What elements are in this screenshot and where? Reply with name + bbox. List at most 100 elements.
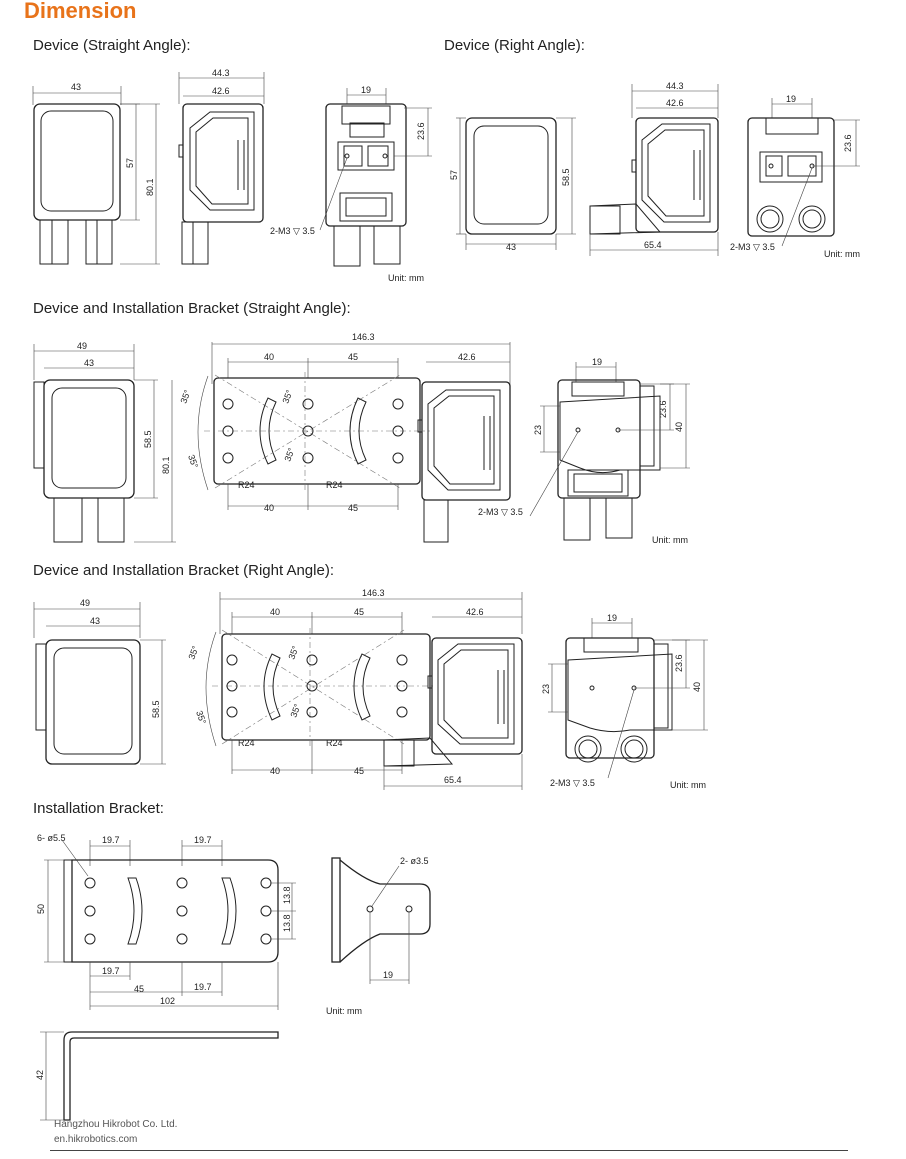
- dim-45-c: 45: [354, 607, 364, 617]
- dim-23-b: 23: [541, 684, 551, 694]
- dim-2-3-5: 2- ø3.5: [400, 856, 429, 866]
- dim-35-g: 35°: [286, 644, 300, 661]
- dim-65-4-a: 65.4: [644, 240, 662, 250]
- dim-19-a: 19: [361, 85, 371, 95]
- dim-45-d: 45: [354, 766, 364, 776]
- section-bracket-right: Device and Installation Bracket (Right A…: [33, 562, 334, 579]
- dim-40-c: 40: [674, 422, 684, 432]
- dim-45-a: 45: [348, 352, 358, 362]
- dim-13-8-b: 13.8: [282, 914, 292, 932]
- dim-r24-a: R24: [238, 480, 255, 490]
- dim-43-d: 43: [90, 616, 100, 626]
- dim-42-6-b: 42.6: [666, 98, 684, 108]
- dim-13-8-a: 13.8: [282, 886, 292, 904]
- dim-23-6-d: 23.6: [674, 654, 684, 672]
- section-device-right: Device (Right Angle):: [444, 37, 585, 54]
- drawing-bracket-right-side: 146.3 40 45 42.6 35° 35° 35° 35° R24 R24: [186, 588, 523, 790]
- drawing-installation-bracket-plate: 19.7 19.7 6- ø5.5 50 13.8 13.8 19.7: [36, 833, 296, 1010]
- dim-m3-c: 2-M3 ▽ 3.5: [478, 507, 523, 517]
- dim-57-b: 57: [449, 170, 459, 180]
- dim-40-d: 40: [270, 607, 280, 617]
- section-installation-bracket: Installation Bracket:: [33, 800, 164, 817]
- dim-45-b: 45: [348, 503, 358, 513]
- drawing-installation-bracket-profile: 2- ø3.5 19 Unit: mm: [326, 856, 431, 1016]
- dim-50: 50: [36, 904, 46, 914]
- footer-company: Hangzhou Hikrobot Co. Ltd.: [54, 1119, 178, 1130]
- unit-label-2: Unit: mm: [824, 249, 860, 259]
- drawing-straight-back: 19 23.6 2-M3 ▽ 3.5 Unit: mm: [270, 85, 432, 283]
- dim-19-d: 19: [607, 613, 617, 623]
- dim-35-d: 35°: [282, 446, 296, 463]
- dim-23-6-b: 23.6: [843, 134, 853, 152]
- dim-35-h: 35°: [288, 702, 302, 719]
- dim-43-a: 43: [71, 82, 81, 92]
- drawing-straight-front: 43 57 80.1: [32, 82, 160, 265]
- dim-58-5-c: 58.5: [151, 700, 161, 718]
- drawing-right-back: 19 23.6 2-M3 ▽ 3.5 Unit: mm: [730, 94, 860, 259]
- dim-58-5-b: 58.5: [143, 430, 153, 448]
- dim-102: 102: [160, 996, 175, 1006]
- dim-m3-a: 2-M3 ▽ 3.5: [270, 226, 315, 236]
- unit-label-1: Unit: mm: [388, 273, 424, 283]
- dim-146-3-b: 146.3: [362, 588, 385, 598]
- dim-r24-d: R24: [326, 738, 343, 748]
- dim-43-c: 43: [84, 358, 94, 368]
- dim-57-a: 57: [125, 158, 135, 168]
- dim-23-a: 23: [533, 425, 543, 435]
- dim-19-7-d: 19.7: [194, 982, 212, 992]
- dim-40-e: 40: [270, 766, 280, 776]
- dim-42-6-c: 42.6: [458, 352, 476, 362]
- dim-19-7-c: 19.7: [102, 966, 120, 976]
- dim-40-f: 40: [692, 682, 702, 692]
- dim-40-b: 40: [264, 503, 274, 513]
- dim-m3-d: 2-M3 ▽ 3.5: [550, 778, 595, 788]
- dim-42-6-d: 42.6: [466, 607, 484, 617]
- dim-44-3-b: 44.3: [666, 81, 684, 91]
- dim-19-7-a: 19.7: [102, 835, 120, 845]
- dim-58-5-a: 58.5: [561, 168, 571, 186]
- drawing-bracket-straight-back: 19 23 23.6 40 2-M3 ▽ 3.5 Unit: mm: [478, 357, 690, 545]
- dim-49-a: 49: [77, 341, 87, 351]
- unit-label-3: Unit: mm: [652, 535, 688, 545]
- dim-35-a: 35°: [178, 388, 192, 405]
- dim-45-e: 45: [134, 984, 144, 994]
- dim-80-1-b: 80.1: [161, 456, 171, 474]
- section-bracket-straight: Device and Installation Bracket (Straigh…: [33, 300, 351, 317]
- dim-65-4-b: 65.4: [444, 775, 462, 785]
- footer-site: en.hikrobotics.com: [54, 1134, 138, 1145]
- dim-42-6-a: 42.6: [212, 86, 230, 96]
- dim-44-3-a: 44.3: [212, 68, 230, 78]
- drawing-bracket-right-front: 49 43 58.5: [33, 598, 166, 765]
- drawing-bracket-straight-side: 146.3 40 45 42.6 35° 35° 35° 35° R24 R24: [178, 332, 511, 543]
- dim-146-3-a: 146.3: [352, 332, 375, 342]
- dim-35-b: 35°: [186, 453, 200, 470]
- drawing-right-front: 43 57 58.5: [449, 117, 576, 252]
- dim-35-c: 35°: [280, 388, 294, 405]
- drawing-bracket-straight-front: 49 43 58.5 80.1: [33, 341, 176, 543]
- dim-19-c: 19: [592, 357, 602, 367]
- dim-19-b: 19: [786, 94, 796, 104]
- dim-40-a: 40: [264, 352, 274, 362]
- footer-divider: [50, 1150, 848, 1151]
- drawing-right-side: 44.3 42.6 65.4: [589, 81, 719, 256]
- dim-23-6-a: 23.6: [416, 122, 426, 140]
- unit-label-5: Unit: mm: [326, 1006, 362, 1016]
- drawing-straight-side: 44.3 42.6: [178, 68, 265, 265]
- drawing-installation-bracket-l-profile: 42: [35, 1031, 279, 1121]
- dim-19-e: 19: [383, 970, 393, 980]
- dim-35-e: 35°: [186, 644, 200, 661]
- dim-m3-b: 2-M3 ▽ 3.5: [730, 242, 775, 252]
- dim-r24-b: R24: [326, 480, 343, 490]
- dim-35-f: 35°: [194, 709, 208, 726]
- unit-label-4: Unit: mm: [670, 780, 706, 790]
- dim-49-b: 49: [80, 598, 90, 608]
- dim-42: 42: [35, 1070, 45, 1080]
- dim-80-1-a: 80.1: [145, 178, 155, 196]
- section-device-straight: Device (Straight Angle):: [33, 37, 191, 54]
- page-title: Dimension: [24, 0, 137, 23]
- dim-6-5-5: 6- ø5.5: [37, 833, 66, 843]
- drawing-bracket-right-back: 19 23 23.6 40 2-M3 ▽ 3.5 Unit: mm: [541, 613, 708, 790]
- dim-r24-c: R24: [238, 738, 255, 748]
- dim-19-7-b: 19.7: [194, 835, 212, 845]
